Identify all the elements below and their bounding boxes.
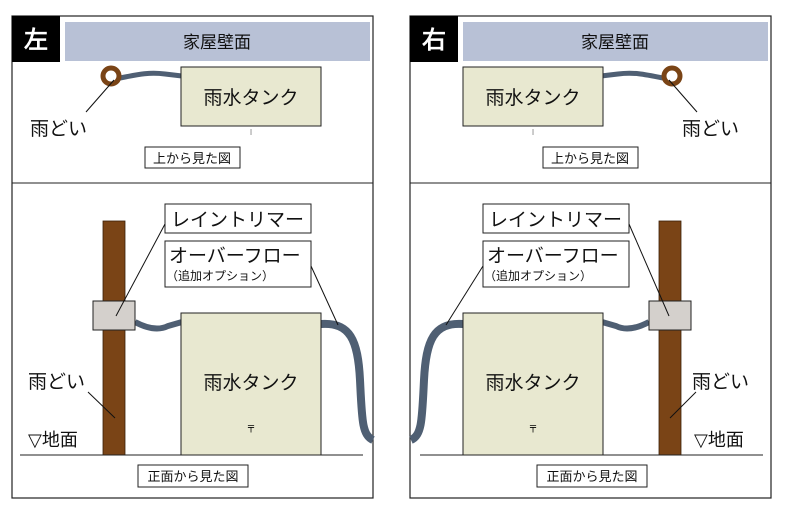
rain-trimmer: [648, 300, 692, 331]
tap-icon: ⁝: [532, 128, 535, 137]
rain-trimmer: [92, 300, 136, 331]
ground-label: ▽地面: [694, 430, 744, 451]
downspout-label-front: 雨どい: [28, 371, 85, 393]
tank-label-top: 雨水タンク: [485, 87, 580, 109]
caption-box: [536, 464, 648, 488]
front-view-caption: 正面から見た図: [546, 470, 637, 485]
faucet-icon: ╤: [529, 422, 537, 433]
leader-line: [628, 223, 670, 317]
downspout-top: [100, 65, 122, 87]
downspout-label-front: 雨どい: [692, 371, 749, 393]
leader-line: [310, 265, 339, 326]
caption-box: [144, 146, 241, 169]
top-view-caption: 上から見た図: [153, 152, 231, 167]
hose-front: [133, 319, 183, 332]
overflow-label: オーバーフロー: [169, 245, 301, 267]
tank-front: [180, 312, 322, 456]
wall-label: 家屋壁面: [581, 33, 649, 53]
caption-box: [137, 464, 249, 488]
leader-line: [668, 79, 698, 113]
ground-label: ▽地面: [28, 430, 78, 451]
top-view-caption: 上から見た図: [551, 152, 629, 167]
tank-label-front: 雨水タンク: [485, 372, 580, 394]
tank-top: [462, 66, 604, 127]
overflow-note: （追加オプション）: [484, 268, 592, 283]
callout-box: [482, 240, 630, 288]
rain-trimmer-label: レイントリマー: [489, 209, 622, 231]
house-wall: [463, 22, 768, 61]
callout-box: [164, 240, 312, 288]
faucet-icon: ╤: [247, 422, 255, 433]
left-panel: 左 家屋壁面 雨どい 雨水タンク ⁝ 上から見た図 雨水タンク ╤ レイントリマ…: [11, 15, 376, 499]
caption-box: [542, 146, 639, 169]
rain-trimmer-label: レイントリマー: [171, 209, 304, 231]
leader-line: [115, 223, 166, 317]
leader-line: [87, 391, 116, 419]
leader-line: [85, 79, 115, 113]
tank-front: [462, 312, 604, 456]
right-panel: 右 家屋壁面 雨どい 雨水タンク ⁝ 上から見た図 雨水タンク ╤ レイントリマ…: [408, 15, 772, 499]
callout-box: [482, 203, 630, 234]
tank-label-top: 雨水タンク: [203, 87, 298, 109]
downspout-front: [658, 220, 682, 456]
tank-label-front: 雨水タンク: [203, 372, 298, 394]
side-badge: [12, 16, 60, 62]
tank-top: [180, 66, 322, 127]
wall-label: 家屋壁面: [183, 33, 251, 53]
overflow-note: （追加オプション）: [166, 268, 274, 283]
callout-box: [164, 203, 312, 234]
downspout-front: [102, 220, 126, 456]
front-view-caption: 正面から見た図: [147, 470, 238, 485]
overflow-hose: [408, 319, 464, 444]
house-wall: [65, 22, 370, 61]
tap-icon: ⁝: [250, 128, 253, 137]
downspout-top: [661, 65, 683, 87]
side-badge: [410, 16, 458, 62]
overflow-label: オーバーフロー: [487, 245, 619, 267]
leader-line: [669, 391, 697, 419]
side-label: 右: [422, 26, 446, 54]
side-label: 左: [24, 26, 48, 54]
hose-top: [600, 70, 664, 81]
leader-line: [445, 265, 484, 326]
overflow-hose: [320, 319, 376, 444]
downspout-label-top: 雨どい: [30, 118, 87, 140]
downspout-label-top: 雨どい: [682, 118, 739, 140]
hose-top: [119, 70, 183, 81]
hose-front: [601, 319, 651, 332]
